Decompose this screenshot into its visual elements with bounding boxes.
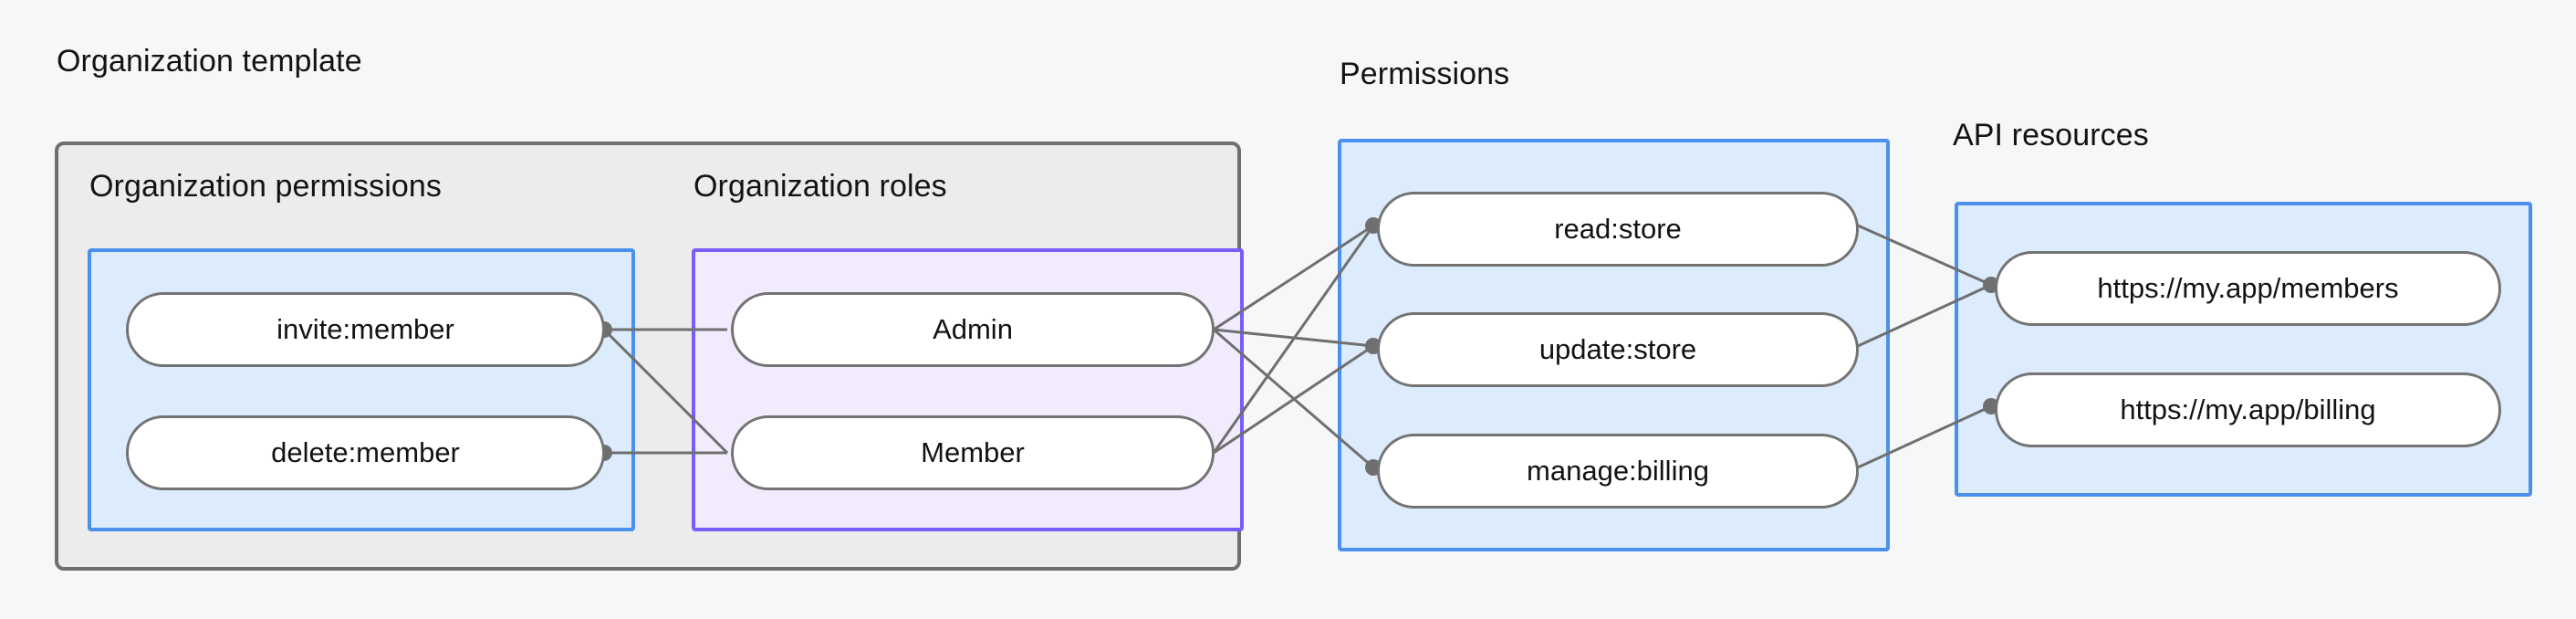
group-label-organization-template: Organization template	[57, 44, 362, 79]
node-label: https://my.app/members	[2097, 272, 2399, 304]
group-box-organization-permissions: invite:member delete:member	[88, 248, 635, 531]
node-label: invite:member	[276, 313, 454, 345]
node-label: update:store	[1538, 333, 1697, 365]
node-update-store[interactable]: update:store	[1377, 312, 1859, 387]
group-label-organization-roles: Organization roles	[694, 169, 947, 204]
group-box-permissions: read:store update:store manage:billing	[1338, 139, 1890, 551]
node-label: manage:billing	[1527, 455, 1709, 487]
node-label: Member	[921, 436, 1025, 468]
node-read-store[interactable]: read:store	[1377, 192, 1859, 267]
node-manage-billing[interactable]: manage:billing	[1377, 434, 1859, 509]
node-invite-member[interactable]: invite:member	[126, 292, 605, 367]
group-box-api-resources: https://my.app/members https://my.app/bi…	[1955, 202, 2532, 497]
node-billing-resource[interactable]: https://my.app/billing	[1995, 372, 2501, 447]
node-member[interactable]: Member	[731, 415, 1215, 490]
node-label: https://my.app/billing	[2120, 393, 2376, 425]
node-label: read:store	[1554, 213, 1682, 245]
group-label-api-resources: API resources	[1953, 118, 2149, 152]
group-label-organization-permissions: Organization permissions	[89, 169, 443, 204]
group-box-organization-roles: Admin Member	[692, 248, 1244, 531]
node-label: delete:member	[271, 436, 460, 468]
group-label-permissions: Permissions	[1340, 57, 1510, 91]
node-admin[interactable]: Admin	[731, 292, 1215, 367]
group-box-organization-template: Organization permissions invite:member d…	[55, 142, 1244, 571]
node-label: Admin	[933, 313, 1013, 345]
node-members-resource[interactable]: https://my.app/members	[1995, 251, 2501, 326]
node-delete-member[interactable]: delete:member	[126, 415, 605, 490]
